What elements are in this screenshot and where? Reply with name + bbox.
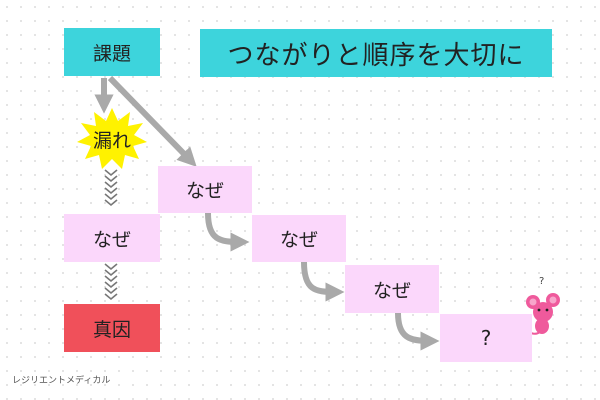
chevron-down-icon [104, 263, 118, 301]
page-title: つながりと順序を大切に [200, 29, 552, 77]
issue-box: 課題 [64, 28, 160, 76]
why-box-2: なぜ [252, 215, 346, 262]
arrow-why2-to-why3 [301, 261, 345, 302]
root-cause-box: 真因 [64, 304, 160, 352]
footer-credit: レジリエントメディカル [12, 376, 111, 386]
chevron-down-icon [104, 169, 118, 207]
arrow-why3-to-unknown [395, 312, 440, 351]
leak-label: 漏れ [92, 129, 131, 152]
why-box-1: なぜ [158, 166, 252, 213]
unknown-box: ? [440, 314, 532, 362]
starburst-icon [77, 108, 147, 169]
arrow-issue-to-why [107, 75, 197, 167]
leak-marker: 漏れ [76, 108, 148, 170]
mouse-question-mark: ? [539, 276, 545, 287]
arrow-why1-to-why2 [205, 212, 250, 252]
why-box-3: なぜ [345, 265, 439, 313]
why-box-left: なぜ [64, 214, 160, 262]
mouse-icon [526, 293, 560, 335]
